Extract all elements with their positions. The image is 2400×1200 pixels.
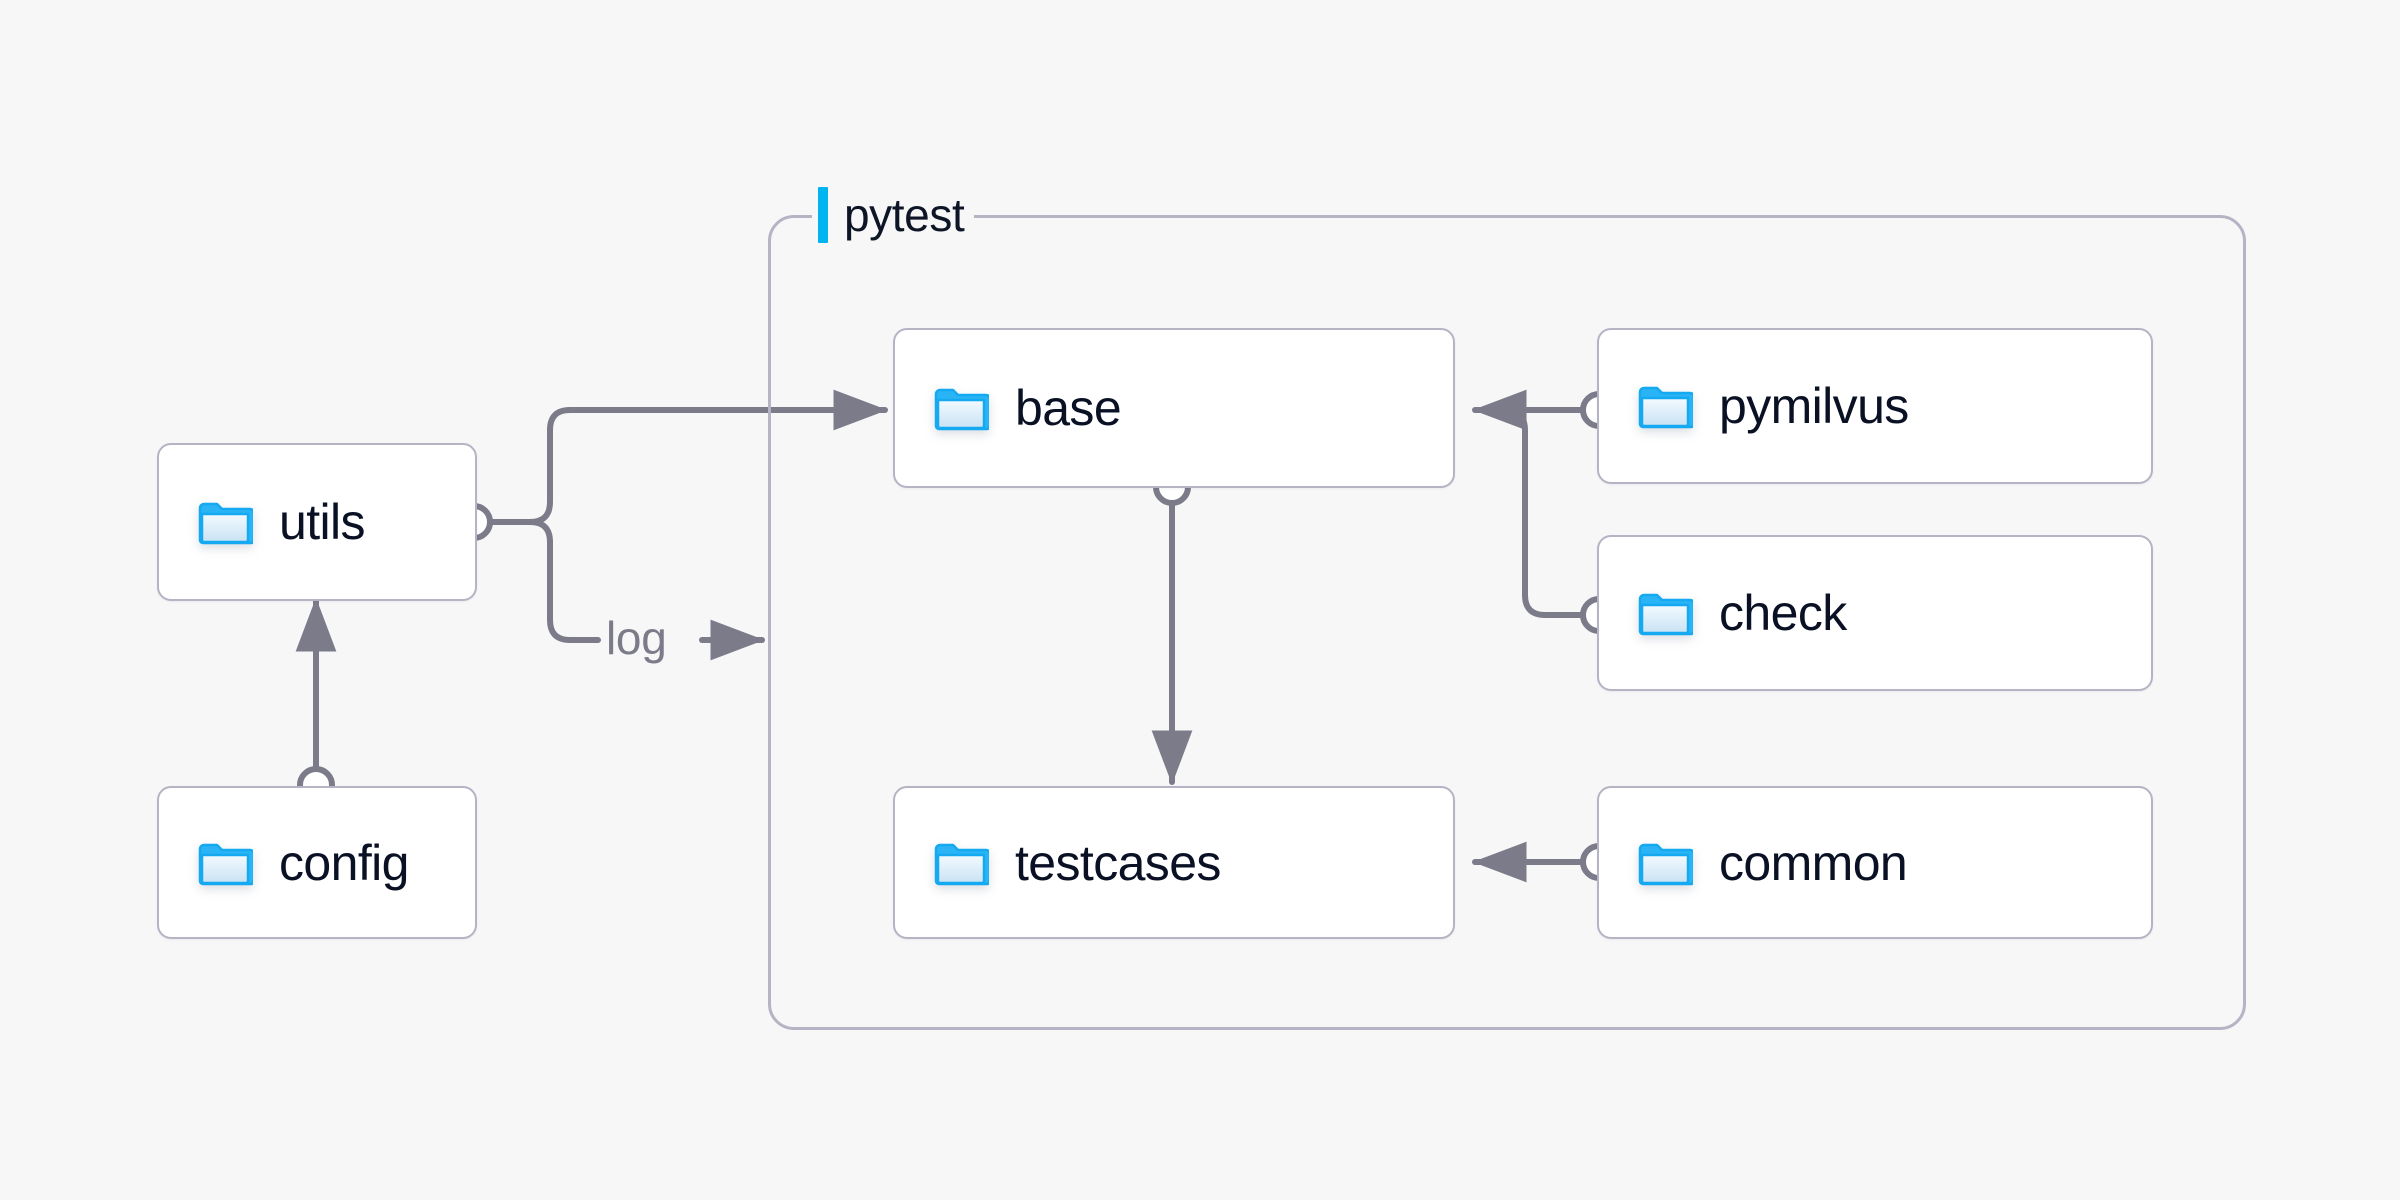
group-container-pytest[interactable] (768, 215, 2246, 1030)
node-base[interactable]: base (893, 328, 1455, 488)
node-base-content: base (895, 380, 1122, 436)
node-base-label: base (1015, 380, 1122, 436)
node-check-label: check (1719, 585, 1847, 641)
node-common-content: common (1599, 834, 1908, 891)
group-label-pytest: pytest (812, 183, 975, 247)
folder-icon (1638, 386, 1693, 429)
folder-icon (198, 502, 253, 545)
node-testcases-content: testcases (895, 838, 1221, 888)
node-common-label: common (1719, 834, 1908, 891)
edge-utils-log-stub (527, 519, 601, 643)
node-testcases-label: testcases (1015, 834, 1221, 891)
edge-label-log: log (606, 612, 667, 664)
node-testcases[interactable]: testcases (893, 786, 1455, 939)
folder-icon (934, 388, 989, 431)
node-pymilvus[interactable]: pymilvus (1597, 328, 2153, 484)
node-utils-label: utils (279, 494, 366, 550)
node-config[interactable]: config (157, 786, 477, 939)
group-title: pytest (844, 189, 965, 241)
node-config-label: config (279, 834, 409, 891)
node-utils-content: utils (159, 494, 366, 550)
node-check[interactable]: check (1597, 535, 2153, 691)
node-config-content: config (159, 838, 409, 888)
node-pymilvus-content: pymilvus (1599, 381, 1909, 431)
folder-icon (1638, 843, 1693, 885)
node-check-content: check (1599, 588, 1847, 638)
folder-icon (934, 843, 989, 885)
accent-bar-icon (818, 187, 828, 243)
folder-icon (1638, 593, 1693, 636)
node-common[interactable]: common (1597, 786, 2153, 939)
node-utils[interactable]: utils (157, 443, 477, 601)
folder-icon (198, 843, 253, 885)
node-pymilvus-label: pymilvus (1719, 378, 1909, 434)
